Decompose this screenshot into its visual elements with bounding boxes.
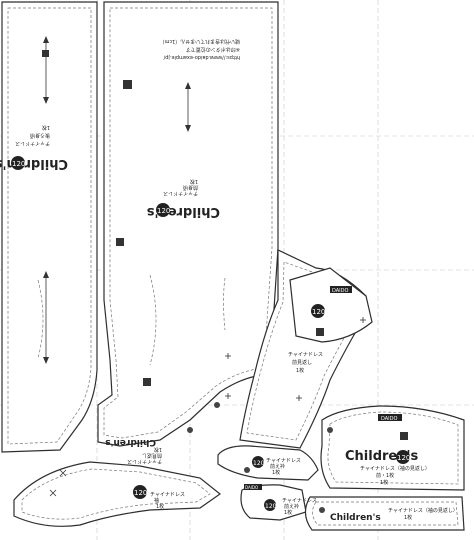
logo-facing: DAIDO [381, 416, 398, 422]
back-line-1: チャイナドレス [15, 140, 50, 146]
piece-band-bottom [304, 496, 465, 531]
star-markers [187, 402, 333, 513]
brand-label-band: Children's [330, 513, 381, 523]
logo-binding: DAIDO [245, 485, 258, 490]
band-line-2: 1枚 [404, 514, 412, 521]
note-line-3: https://www.daido-example.jp/ [163, 54, 240, 60]
size-badges: 120 120 120 120 120 120 120 [11, 156, 410, 511]
piece-labels: チャイナドレス 後ろ身頃 1枚 チャイナドレス 前身頃 1枚 縫い代は含まれてい… [15, 38, 458, 521]
logo-plates: DAIDO DAIDO DAIDO [244, 286, 402, 490]
piece-sleeve-facing [320, 405, 465, 491]
piece-front-body [97, 1, 279, 447]
note-line-2: ※印はボタンの位置です [186, 46, 240, 53]
size-badge-4: 120 [397, 454, 410, 462]
piece-binding-a [217, 445, 319, 481]
lower-line-3: 1枚 [154, 446, 162, 453]
piece-skirt-left [13, 461, 222, 527]
collar-line-3: 1枚 [296, 367, 304, 374]
size-badge-6: 120 [253, 460, 265, 467]
binding-a-line-1: チャイナドレス [266, 458, 301, 464]
back-line-2: 後ろ身頃 [30, 132, 50, 139]
size-badge-5: 120 [134, 489, 147, 497]
qr-codes [42, 50, 408, 440]
notch-marks [49, 317, 366, 497]
band-line-1: チャイナドレス（袖の見返し） [388, 507, 458, 514]
collar-line-2: 前見返し [292, 359, 312, 366]
front-line-1: チャイナドレス [163, 190, 198, 196]
piece-collar [289, 267, 373, 343]
piece-back-body [1, 1, 98, 453]
sleeve-line-3: 1枚 [380, 479, 388, 486]
binding-b-line-1: チャイナドレス [282, 498, 317, 504]
size-badge-1: 120 [12, 160, 25, 168]
front-line-3: 1枚 [190, 178, 198, 185]
front-line-2: 前身頃 [183, 184, 198, 191]
binding-b-line-3: 1枚 [284, 509, 292, 516]
lower-line-2: 前見返し [142, 452, 162, 459]
binding-a-line-3: 1枚 [272, 469, 280, 476]
logo-collar: DAIDO [332, 288, 349, 294]
skirt-line-3: 1枚 [156, 503, 164, 510]
lower-line-1: チャイナドレス [127, 458, 162, 464]
size-badge-7: 120 [265, 503, 277, 510]
note-line-1: 縫い代は含まれていません（1cm） [159, 38, 240, 45]
binding-b-line-2: 前え衿 [284, 503, 299, 510]
size-badge-3: 120 [312, 308, 325, 316]
collar-line-1: チャイナドレス [288, 352, 323, 358]
sleeve-line-2: 前・1枚 [376, 472, 394, 479]
back-line-3: 1枚 [42, 124, 50, 131]
skirt-line-1: チャイナドレス [150, 492, 185, 498]
skirt-line-2: 袖 [154, 497, 159, 504]
brand-label-back: Children's [0, 156, 68, 171]
brand-label-lower: Children's [105, 437, 156, 447]
binding-a-line-2: 前え衿 [270, 463, 285, 470]
sleeve-line-1: チャイナドレス（袖の見返し） [360, 465, 430, 472]
size-badge-2: 120 [157, 207, 170, 215]
